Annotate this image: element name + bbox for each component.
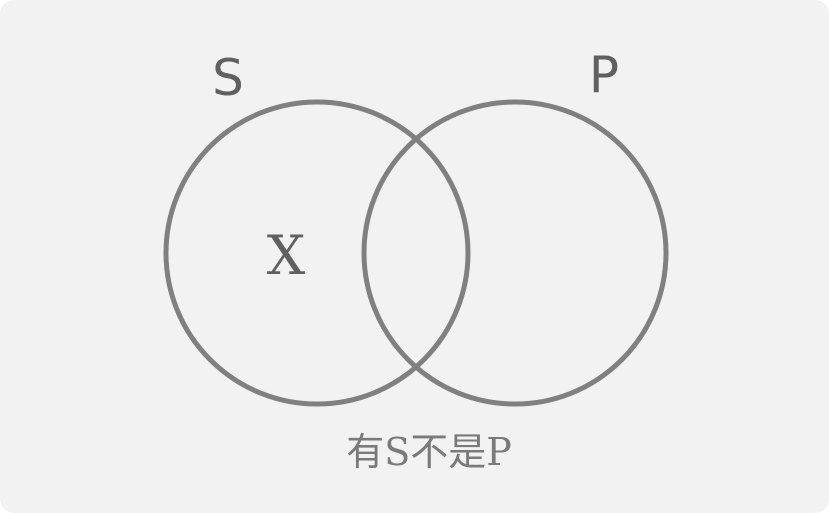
member-x-label: X (267, 224, 306, 287)
set-s-label: S (212, 49, 244, 107)
set-p-circle (361, 99, 669, 407)
set-s-circle (163, 99, 471, 407)
set-p-label: P (589, 46, 619, 104)
diagram-caption: 有S不是P (346, 430, 512, 474)
